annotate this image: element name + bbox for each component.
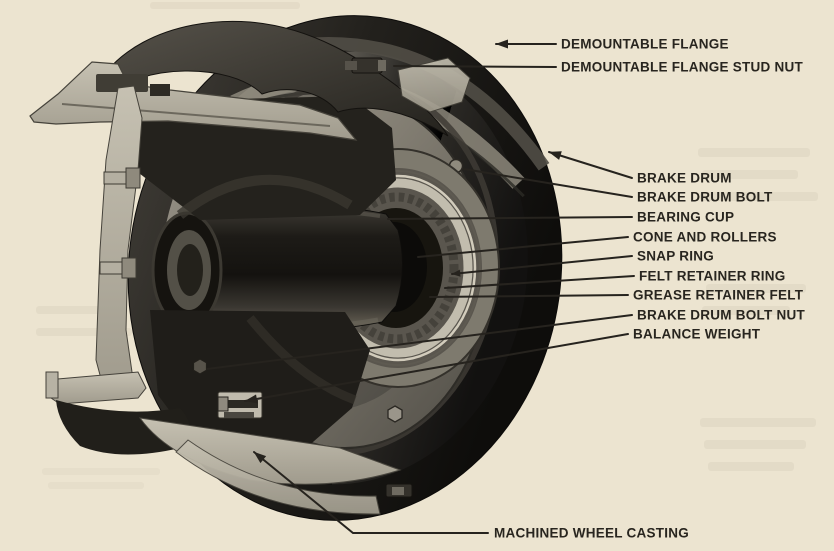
leader-brake-drum-bolt-nut (206, 314, 633, 370)
leader-snap-ring (451, 255, 633, 277)
leader-bearing-cup (387, 216, 633, 220)
callout-brake-drum: BRAKE DRUM (637, 170, 732, 186)
leader-demountable-flange-stud-nut (393, 65, 557, 68)
leader-cone-and-rollers (417, 236, 629, 258)
leader-brake-drum-bolt (463, 168, 633, 198)
leader-grease-retainer-felt (429, 294, 629, 298)
callout-bearing-cup: BEARING CUP (637, 209, 735, 225)
callout-demountable-flange: DEMOUNTABLE FLANGE (561, 36, 729, 52)
callout-balance-weight: BALANCE WEIGHT (633, 326, 761, 342)
callout-brake-drum-bolt-nut: BRAKE DRUM BOLT NUT (637, 307, 805, 323)
web-cut-section (95, 85, 143, 393)
callout-felt-retainer-ring: FELT RETAINER RING (639, 268, 786, 284)
callout-machined-wheel-casting: MACHINED WHEEL CASTING (494, 525, 690, 541)
cutaway-sections (29, 20, 471, 515)
balance-weight-shape (217, 391, 263, 419)
callout-brake-drum-bolt: BRAKE DRUM BOLT (637, 189, 773, 205)
leader-brake-drum (548, 151, 633, 179)
callout-cone-and-rollers: CONE AND ROLLERS (633, 229, 777, 245)
brake-drum-bolt-nut-shape (192, 358, 208, 375)
flange-stud-nut-shape (345, 57, 386, 74)
leader-machined-wheel-casting (253, 451, 489, 534)
callout-leader-lines (206, 39, 635, 534)
leader-balance-weight (244, 333, 629, 404)
callout-snap-ring: SNAP RING (637, 248, 715, 264)
hub-stud-nut (99, 257, 137, 279)
bottom-stud-nut (385, 483, 413, 498)
callout-demountable-flange-stud-nut: DEMOUNTABLE FLANGE STUD NUT (561, 59, 803, 75)
leader-felt-retainer-ring (444, 275, 635, 289)
callout-grease-retainer-felt: GREASE RETAINER FELT (633, 287, 804, 303)
rim-dome (85, 20, 449, 137)
hub-stud-nut (103, 167, 141, 189)
hub-bolt (387, 405, 403, 423)
